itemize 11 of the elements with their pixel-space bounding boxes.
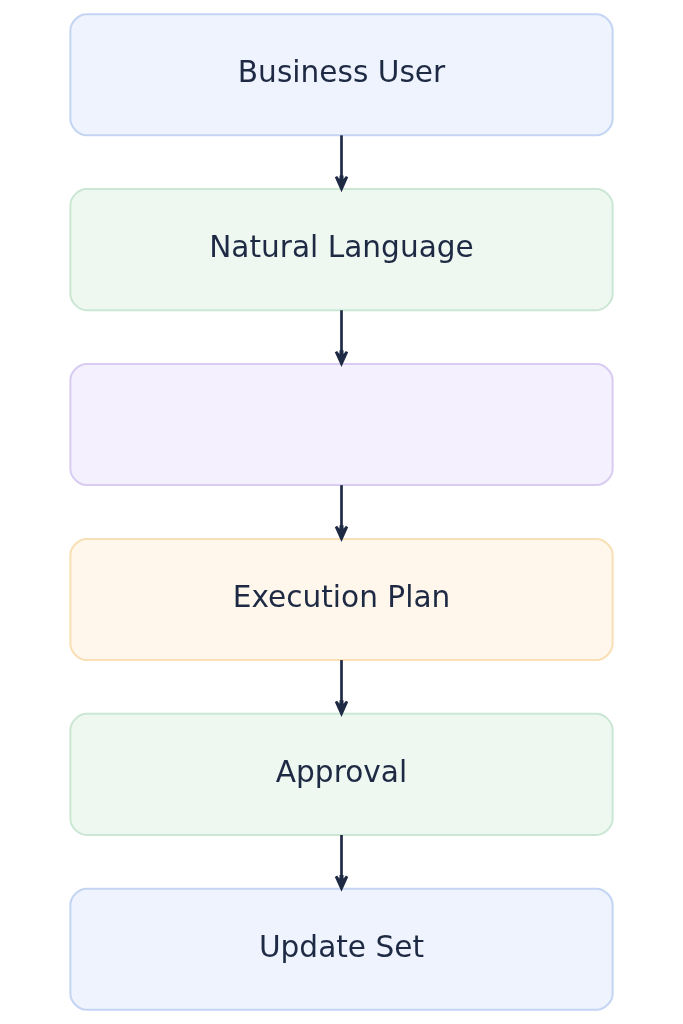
arrow — [334, 660, 349, 715]
arrow — [334, 310, 349, 366]
node-box: Business User — [69, 13, 614, 137]
node-box: Natural Language — [69, 188, 614, 312]
arrow — [334, 835, 349, 890]
arrow — [334, 485, 349, 541]
node-box: Approval — [69, 712, 614, 836]
node-box: Update Set — [69, 887, 614, 1011]
node-box: Execution Plan — [69, 537, 614, 661]
arrow — [334, 135, 349, 191]
node-box — [69, 363, 614, 487]
